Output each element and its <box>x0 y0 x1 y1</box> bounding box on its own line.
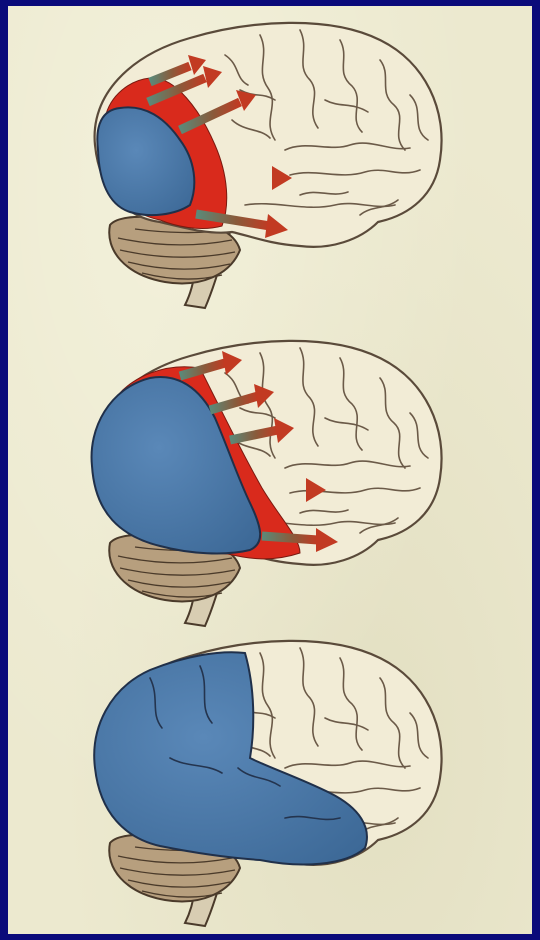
brain-stage-1 <box>95 23 442 308</box>
brain-stage-3 <box>94 641 441 926</box>
brain-stage-2 <box>92 341 442 626</box>
